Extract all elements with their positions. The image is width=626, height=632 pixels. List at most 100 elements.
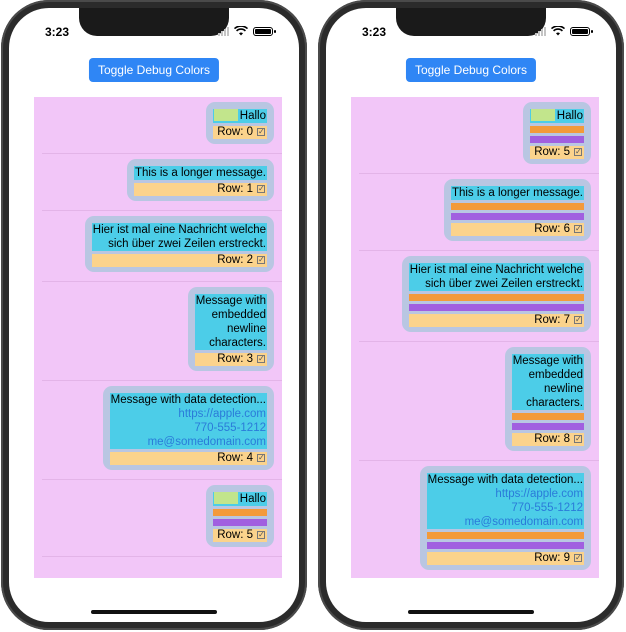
wifi-icon bbox=[234, 26, 248, 36]
message-text: Hier ist mal eine Nachricht welche sich … bbox=[408, 263, 584, 291]
image-placeholder bbox=[213, 492, 238, 504]
checkbox-icon[interactable] bbox=[574, 432, 582, 445]
home-indicator[interactable] bbox=[91, 610, 217, 614]
battery-icon bbox=[253, 26, 276, 36]
row-label-text: Row: 9 bbox=[534, 552, 570, 564]
purple-stripe bbox=[212, 519, 267, 526]
toggle-debug-colors-button[interactable]: Toggle Debug Colors bbox=[405, 58, 537, 82]
message-text: This is a longer message. bbox=[450, 186, 584, 200]
row-separator bbox=[42, 281, 282, 282]
message-text-content: Hier ist mal eine Nachricht welche sich … bbox=[92, 224, 266, 250]
purple-stripe bbox=[450, 213, 584, 220]
purple-stripe bbox=[408, 304, 584, 311]
status-bar: 3:23 bbox=[9, 25, 299, 41]
message-text-content: Hier ist mal eine Nachricht welche sich … bbox=[409, 264, 583, 290]
message-bubble[interactable]: Message with data detection... https://ap… bbox=[419, 466, 591, 570]
message-text-content: Message with data detection... bbox=[110, 394, 266, 406]
detected-link[interactable]: 770-555-1212 bbox=[194, 422, 266, 434]
row-separator bbox=[359, 173, 599, 174]
message-bubble[interactable]: Message with data detection... https://ap… bbox=[102, 386, 274, 470]
table-row[interactable]: Message with embedded newline characters… bbox=[34, 282, 282, 381]
checkbox-icon[interactable] bbox=[574, 145, 582, 158]
orange-stripe bbox=[408, 294, 584, 301]
detected-link[interactable]: me@somedomain.com bbox=[464, 516, 583, 528]
battery-icon bbox=[570, 26, 593, 36]
table-row[interactable]: This is a longer message. Row: 1 bbox=[34, 154, 282, 211]
image-placeholder bbox=[213, 109, 238, 121]
row-label: Row: 9 bbox=[426, 551, 584, 565]
message-bubble[interactable]: Hier ist mal eine Nachricht welche sich … bbox=[84, 216, 274, 272]
message-text: Message with data detection... https://ap… bbox=[426, 473, 584, 529]
detected-link[interactable]: 770-555-1212 bbox=[511, 502, 583, 514]
message-text-content: Hallo bbox=[239, 493, 266, 505]
toggle-debug-colors-button[interactable]: Toggle Debug Colors bbox=[88, 58, 220, 82]
row-separator bbox=[42, 556, 282, 557]
row-label: Row: 4 bbox=[109, 451, 267, 465]
row-label: Row: 2 bbox=[91, 253, 267, 267]
checkbox-icon[interactable] bbox=[257, 451, 265, 464]
message-bubble[interactable]: Message with embedded newline characters… bbox=[504, 347, 591, 451]
checkbox-icon[interactable] bbox=[257, 182, 265, 195]
checkbox-icon[interactable] bbox=[257, 352, 265, 365]
checkbox-icon[interactable] bbox=[574, 313, 582, 326]
message-text-content: Message with data detection... bbox=[427, 474, 583, 486]
orange-stripe bbox=[426, 532, 584, 539]
orange-stripe bbox=[212, 509, 267, 516]
checkbox-icon[interactable] bbox=[257, 125, 265, 138]
row-separator bbox=[42, 479, 282, 480]
checkbox-icon[interactable] bbox=[257, 253, 265, 266]
message-text-content: Message with embedded newline characters… bbox=[512, 355, 583, 409]
row-label-text: Row: 4 bbox=[217, 452, 253, 464]
orange-stripe bbox=[511, 413, 584, 420]
row-separator bbox=[42, 210, 282, 211]
message-bubble[interactable]: This is a longer message. Row: 6 bbox=[443, 179, 591, 241]
table-row[interactable]: This is a longer message. Row: 6 bbox=[351, 174, 599, 251]
status-time: 3:23 bbox=[362, 25, 387, 39]
table-row[interactable]: Hier ist mal eine Nachricht welche sich … bbox=[34, 211, 282, 282]
row-label: Row: 0 bbox=[212, 125, 267, 139]
purple-stripe bbox=[529, 136, 584, 143]
checkbox-icon[interactable] bbox=[574, 222, 582, 235]
cellular-signal-icon bbox=[218, 26, 229, 36]
home-indicator[interactable] bbox=[408, 610, 534, 614]
table-row[interactable]: Hier ist mal eine Nachricht welche sich … bbox=[351, 251, 599, 342]
row-separator bbox=[359, 341, 599, 342]
row-label-text: Row: 8 bbox=[534, 433, 570, 445]
detected-link[interactable]: https://apple.com bbox=[495, 488, 583, 500]
checkbox-icon[interactable] bbox=[574, 551, 582, 564]
checkbox-icon[interactable] bbox=[257, 528, 265, 541]
row-label-text: Row: 3 bbox=[217, 353, 253, 365]
row-separator bbox=[42, 380, 282, 381]
table-row[interactable]: Message with embedded newline characters… bbox=[351, 342, 599, 461]
orange-stripe bbox=[450, 203, 584, 210]
row-label: Row: 8 bbox=[511, 432, 584, 446]
row-label-text: Row: 7 bbox=[534, 314, 570, 326]
cellular-signal-icon bbox=[535, 26, 546, 36]
detected-link[interactable]: me@somedomain.com bbox=[147, 436, 266, 448]
row-separator bbox=[42, 153, 282, 154]
message-text-content: This is a longer message. bbox=[451, 187, 583, 199]
detected-link[interactable]: https://apple.com bbox=[178, 408, 266, 420]
row-label: Row: 1 bbox=[133, 182, 267, 196]
message-text: This is a longer message. bbox=[133, 166, 267, 180]
row-label-text: Row: 6 bbox=[534, 223, 570, 235]
row-label-text: Row: 1 bbox=[217, 183, 253, 195]
table-row[interactable]: Message with data detection... https://ap… bbox=[351, 461, 599, 578]
status-bar: 3:23 bbox=[326, 25, 616, 41]
message-bubble[interactable]: Hier ist mal eine Nachricht welche sich … bbox=[401, 256, 591, 332]
message-text-content: Message with embedded newline characters… bbox=[195, 295, 266, 349]
table-row[interactable]: Message with data detection... https://ap… bbox=[34, 381, 282, 480]
status-time: 3:23 bbox=[45, 25, 70, 39]
message-bubble[interactable]: Message with embedded newline characters… bbox=[187, 287, 274, 371]
message-bubble[interactable]: This is a longer message. Row: 1 bbox=[126, 159, 274, 201]
